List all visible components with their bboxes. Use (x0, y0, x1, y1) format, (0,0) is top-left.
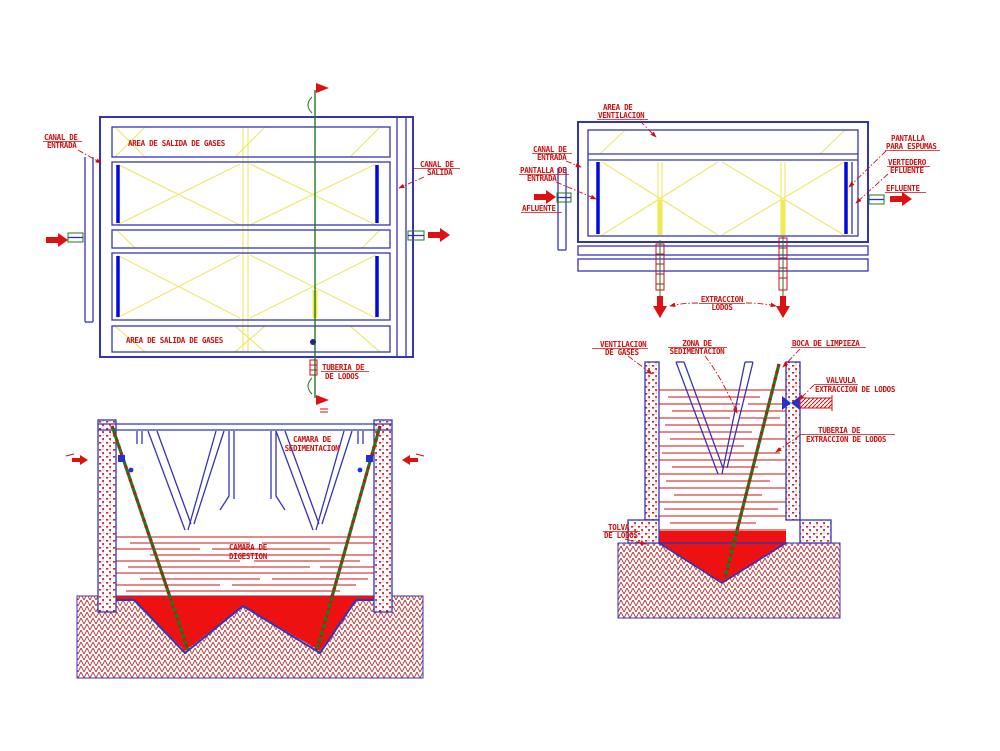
pipe-node (310, 339, 316, 345)
sludge-pipe-symbol (309, 359, 318, 376)
afluente-stub (556, 192, 572, 203)
outlet-stub (407, 230, 425, 241)
extraction-valve (782, 396, 800, 410)
leader-boca-limpieza (782, 348, 801, 368)
afluente-flow-arrow (534, 190, 556, 204)
label-zona-sed-l2: SEDIMENTACION (670, 347, 726, 356)
label-tuberia-ext-l1: TUBERIA DE (818, 426, 861, 435)
efluente-flow-arrow (890, 192, 912, 206)
leader-pantalla-espumas (848, 150, 887, 188)
sludge-pipe-left-diagonal (110, 425, 190, 651)
wall-left-r (644, 361, 660, 521)
label-camara-sed-l2: SEDIMENTACION (285, 444, 341, 453)
sludge-band (659, 531, 786, 543)
label-vent-gases-l2: DE GASES (605, 348, 640, 357)
footing-right (799, 519, 832, 544)
label-boca-limpieza: BOCA DE LIMPIEZA (792, 339, 860, 348)
leader-canal-entrada-r (565, 160, 582, 168)
label-canal-entrada-r-l2: ENTRADA (537, 153, 567, 162)
leader-extraccion-left (669, 302, 699, 307)
sludge-drop-pipes (653, 236, 790, 318)
extraction-pipe-horizontal (799, 397, 833, 409)
section-line-a (307, 83, 329, 413)
cross-bracing-yellow-right (599, 129, 846, 236)
pipe-fitting-right (366, 455, 373, 462)
label-camara-sed-l1: CAMARA DE (293, 435, 332, 444)
plan-view-right: AFLUENTE EFLUENTE EXTRACCION LODOS (519, 103, 940, 318)
label-tuberia-ext-l2: EXTRACCION DE LODOS (806, 435, 887, 444)
label-area-vent-l1: AREA DE (603, 103, 633, 112)
tank-walls-plan-right (557, 121, 869, 272)
tank-walls-plan-left (84, 116, 414, 358)
leader-canal-entrada (77, 149, 102, 164)
label-extraccion-l2: LODOS (711, 303, 733, 312)
label-extraccion-l1: EXTRACCION (701, 295, 744, 304)
leader-canal-salida (398, 176, 425, 189)
section-view-right: VENTILACION DE GASES ZONA DE SEDIMENTACI… (592, 339, 896, 619)
sludge-fill-left (116, 596, 374, 651)
label-camara-dig-l1: CAMARA DE (229, 543, 268, 552)
label-tuberia-lodos-l2: DE LODOS (325, 372, 360, 381)
tank-floor-outline (98, 599, 392, 655)
leader-area-vent (639, 120, 657, 138)
label-valvula-l1: VALVULA (826, 376, 856, 385)
leader-tolva (624, 538, 647, 545)
label-vertedero-l1: VERTEDERO (888, 158, 927, 167)
leader-zona-sed (704, 355, 738, 414)
tolva-sludge-hopper (656, 542, 789, 584)
boca-limpieza-pipe (723, 363, 781, 579)
label-canal-salida-l1: CANAL DE (420, 160, 455, 169)
label-canal-salida-l2: SALIDA (427, 168, 453, 177)
outlet-flow-arrow (428, 228, 450, 242)
leader-tuberia-ext (775, 434, 801, 453)
label-valvula-l2: EXTRACCION DE LODOS (815, 385, 896, 394)
label-canal-entrada-l1: CANAL DE (44, 133, 79, 142)
wall-left (97, 419, 117, 613)
section-marker-top (316, 83, 329, 93)
label-tolva-l1: TOLVA (608, 523, 630, 532)
label-tuberia-lodos-l1: TUBERIA DE (322, 363, 365, 372)
label-pantalla-espumas-l1: PANTALLA (891, 134, 926, 143)
leader-pantalla-entrada (555, 181, 597, 200)
wall-right-r (785, 361, 801, 521)
side-arrow-left (72, 455, 88, 465)
inlet-stub (67, 232, 84, 243)
label-vertedero-l2: EFLUENTE (890, 166, 925, 175)
leader-vertedero (855, 173, 889, 204)
label-efluente: EFLUENTE (886, 184, 921, 193)
label-pantalla-espumas-l2: PARA ESPUMAS (886, 142, 937, 151)
sedimentation-hoppers (136, 430, 364, 531)
label-area-gases-top: AREA DE SALIDA DE GASES (128, 139, 226, 148)
label-canal-entrada-r-l1: CANAL DE (533, 145, 568, 154)
inlet-flow-arrow (46, 233, 68, 247)
pipe-fitting-left (118, 455, 125, 462)
label-pantalla-entrada-l2: ENTRADA (527, 174, 557, 183)
cross-bracing-yellow (114, 126, 381, 353)
label-vent-gases-l1: VENTILACION (600, 340, 647, 349)
wall-right (373, 419, 393, 613)
label-area-gases-bottom: AREA DE SALIDA DE GASES (126, 336, 224, 345)
side-arrow-right (402, 455, 418, 465)
label-pantalla-entrada-l1: PANTALLA DE (520, 166, 567, 175)
leader-extraccion-right (745, 302, 777, 308)
label-tolva-l2: DE LODOS (604, 531, 639, 540)
label-zona-sed-l1: ZONA DE (682, 339, 712, 348)
label-area-vent-l2: VENTILACION (598, 111, 645, 120)
section-view-left: CAMARA DE SEDIMENTACION CAMARA DE DIGEST… (65, 419, 425, 679)
sludge-pipe-right-diagonal (315, 425, 382, 651)
leader-valvula (798, 384, 815, 401)
label-camara-dig-l2: DIGESTION (229, 552, 268, 561)
leader-vent-gases (627, 355, 653, 375)
efluente-stub (868, 194, 885, 205)
plan-view-left: CANAL DE ENTRADA AREA DE SALIDA DE GASES… (43, 83, 460, 413)
label-afluente: AFLUENTE (522, 204, 557, 213)
label-canal-entrada-l2: ENTRADA (47, 141, 77, 150)
section-marker-bottom (316, 395, 329, 405)
sedimentation-funnel (675, 361, 754, 475)
